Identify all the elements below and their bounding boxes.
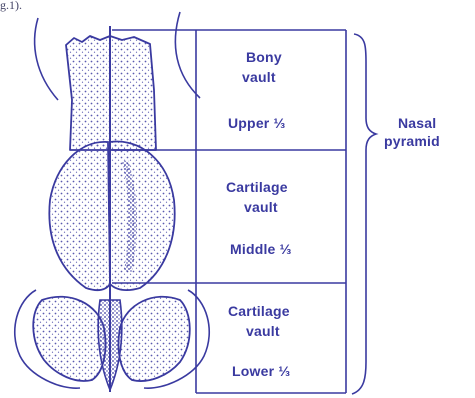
upper-lateral-cartilage-right (110, 142, 175, 291)
upper-lateral-cartilage-left (49, 142, 110, 290)
zone-middle-title-line2: vault (244, 199, 278, 215)
zone-middle-third: Cartilage vault Middle ⅓ (226, 179, 292, 257)
alar-lobule-right (119, 297, 190, 381)
zone-lower-third: Cartilage vault Lower ⅓ (228, 303, 290, 379)
alar-lobule-left (33, 297, 105, 381)
pyramid-bracket (352, 34, 376, 394)
nasal-pyramid-label-line2: pyramid (384, 133, 440, 149)
left-brow-curve (35, 18, 58, 100)
zone-lower-title-line1: Cartilage (228, 303, 290, 319)
zone-middle-title-line1: Cartilage (226, 179, 288, 195)
zone-upper-title-line1: Bony (246, 49, 282, 65)
zone-middle-portion: Middle ⅓ (230, 241, 292, 257)
zone-lower-portion: Lower ⅓ (232, 363, 290, 379)
zone-upper-title-line2: vault (242, 69, 276, 85)
zone-lower-title-line2: vault (246, 323, 280, 339)
caption-fragment: g.1). (0, 0, 22, 12)
zone-upper-portion: Upper ⅓ (228, 115, 286, 131)
nasal-pyramid-label-line1: Nasal (398, 115, 436, 131)
zone-upper-third: Bony vault Upper ⅓ (228, 49, 286, 131)
